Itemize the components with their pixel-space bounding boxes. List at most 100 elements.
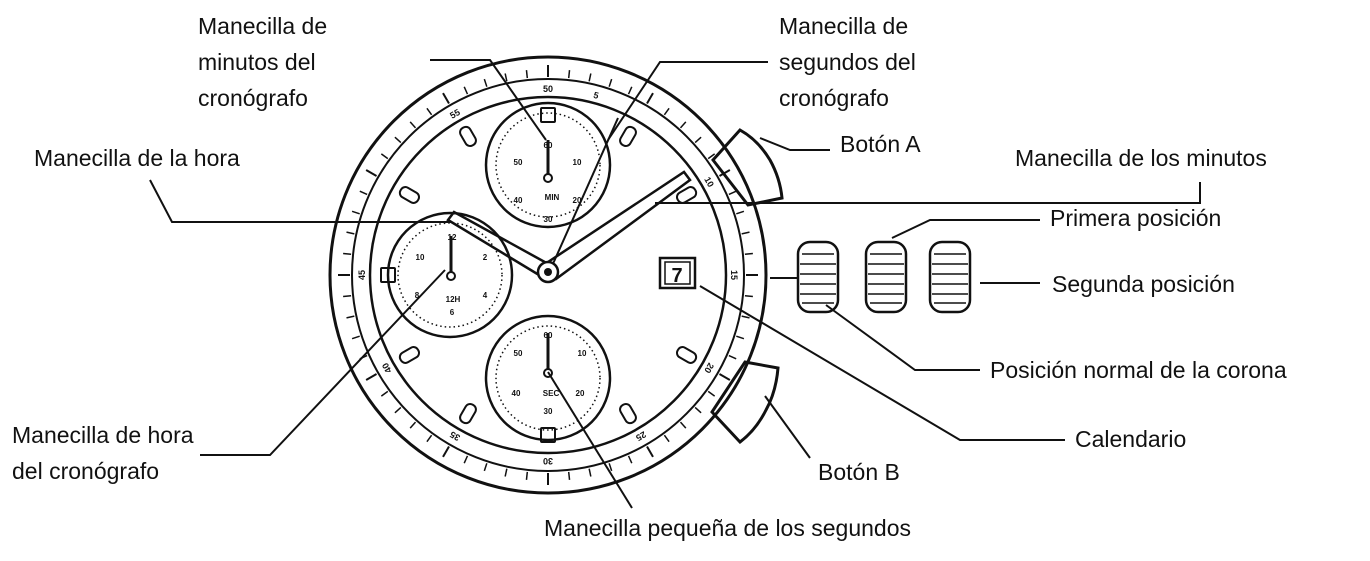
label-first-position: Primera posición [1050,205,1221,231]
bezel-tick [679,121,687,129]
bezel-tick [426,434,433,443]
leader-button-a [759,137,830,151]
subdial-left-text: 12H [446,295,461,304]
bezel-tick [741,315,750,319]
bezel-tick [744,294,753,298]
subdial-left-n1: 2 [483,253,488,262]
bezel-tick [359,190,368,196]
bezel-tick [718,169,731,177]
bezel-ticks [338,65,758,485]
bezel-tick [567,471,571,480]
bezel-tick [426,107,433,116]
bezel-number: 30 [543,456,553,466]
bezel-number: 5 [592,90,599,101]
subdial-top-text: MIN [545,193,560,202]
subdial-left-n2: 4 [483,291,488,300]
bezel-tick [627,455,633,464]
leader-button-b [764,395,811,459]
label-crown-normal-position: Posición normal de la corona [990,357,1287,383]
leader-chrono-minutes [430,59,547,141]
dial-edge [368,95,728,455]
bezel-tick [504,468,508,477]
subdial-top-n1: 10 [573,158,582,167]
bezel-tick [744,252,753,256]
label-chrono-seconds: Manecilla de segundos del cronógrafo [779,13,922,111]
label-second-position: Segunda posición [1052,271,1235,297]
bezel-tick [409,121,417,129]
bezel-tick [718,373,731,381]
bezel-tick [525,70,529,79]
bezel-tick [741,231,750,235]
button-b-pusher [710,360,780,445]
hour-marker [619,125,637,148]
bezel-tick [483,78,488,87]
leader-small-seconds [547,371,633,509]
label-small-seconds: Manecilla pequeña de los segundos [544,515,911,541]
leader-minute-hand [655,182,1201,204]
leader-hour-hand [149,179,452,223]
bezel-tick [707,153,716,160]
hour-marker [398,186,421,204]
bezel-tick [365,373,378,381]
bezel-tick [365,169,378,177]
leader-lines [149,59,1201,509]
hour-marker [619,402,637,425]
bezel-tick [394,406,402,414]
bezel-number: 15 [729,270,739,280]
bezel-tick [736,335,745,340]
leader-crown-normal [825,304,980,371]
bezel-tick [608,78,613,87]
date-window-number: 7 [671,265,682,287]
bezel-tick [343,294,352,298]
hour-marker [540,107,556,123]
bezel-number: 25 [634,429,648,443]
bezel-tick [380,390,389,397]
bezel-tick [351,210,360,215]
subdial-chrono-hours: 12 2 4 6 8 10 12H [386,211,514,339]
bezel-tick [567,70,571,79]
label-calendar: Calendario [1075,426,1186,452]
bezel-tick [483,463,488,472]
label-chrono-hour: Manecilla de hora del cronógrafo [12,422,200,484]
bezel-tick [646,445,654,458]
bezel-tick [646,92,654,105]
chrono-seconds-hand [547,117,619,276]
bezel-tick [442,445,450,458]
subdial-top-n5: 50 [514,158,523,167]
bezel-tick [679,421,687,429]
label-button-a: Botón A [840,131,921,157]
hour-marker [540,427,556,443]
bezel-tick [463,455,469,464]
subdial-bottom-n5: 50 [514,349,523,358]
subdial-bottom-n2: 20 [576,389,585,398]
leader-chrono-hour [200,269,446,456]
bezel-tick [728,190,737,196]
bezel-tick [608,463,613,472]
subdial-small-seconds: 60 10 20 30 40 50 SEC [484,314,612,442]
bezel-tick [588,468,592,477]
hour-marker [675,346,698,364]
bezel-tick [736,210,745,215]
subdial-left-n5: 10 [416,253,425,262]
bezel-number: 35 [448,429,462,443]
bezel-tick [346,231,355,235]
main-hands [446,117,692,284]
bezel-number: 10 [702,175,716,189]
bezel-tick [409,421,417,429]
label-chrono-minutes: Manecilla de minutos del cronógrafo [198,13,334,111]
bezel-number: 40 [380,361,394,375]
bezel-tick [627,86,633,95]
bezel-tick [442,92,450,105]
hour-marker [459,125,477,148]
bezel-number: 55 [448,107,462,121]
subdial-chrono-minutes: 60 10 20 30 40 50 MIN [484,101,612,229]
subdial-top-n4: 40 [514,196,523,205]
bezel-inner-ring [351,78,745,472]
bezel-tick [694,136,702,144]
leader-calendar [699,285,1065,441]
hour-marker [675,186,698,204]
leader-first-position [891,219,1040,239]
subdial-top-n2: 20 [573,196,582,205]
